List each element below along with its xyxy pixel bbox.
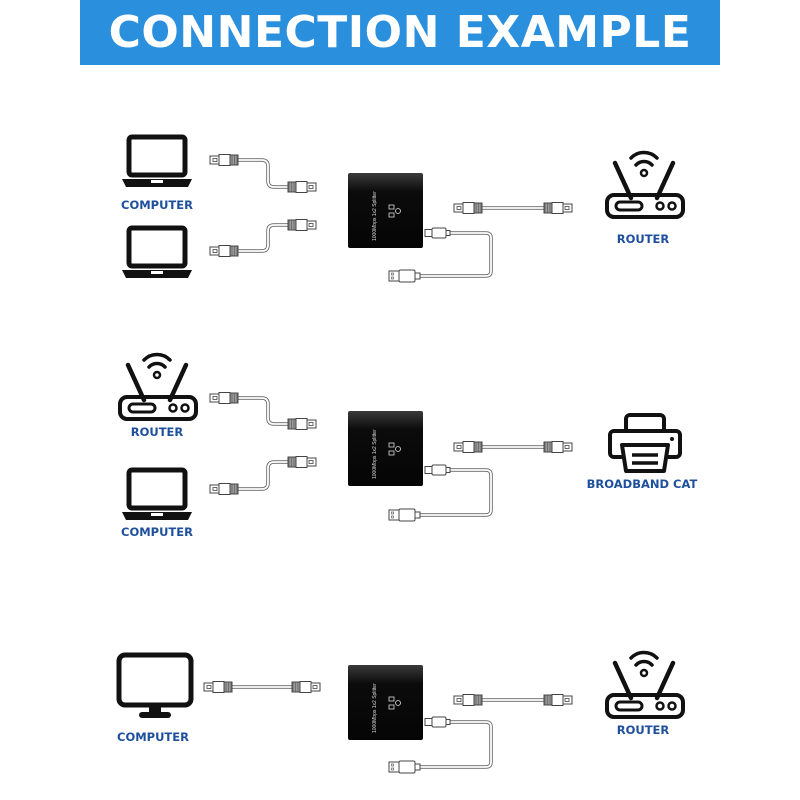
ethernet-cable <box>203 681 320 693</box>
router-icon <box>120 354 196 419</box>
monitor-icon <box>119 655 191 718</box>
label-router: ROUTER <box>616 723 670 737</box>
printer-icon <box>608 413 682 473</box>
usb-power-cable <box>388 227 493 283</box>
usb-power-cable <box>388 464 493 522</box>
ethernet-cable <box>209 154 316 193</box>
ethernet-cable <box>453 202 572 214</box>
router-icon <box>607 152 683 217</box>
label-computer: COMPUTER <box>121 525 193 539</box>
example-1 <box>122 137 683 283</box>
page-title: CONNECTION EXAMPLE <box>108 7 692 58</box>
example-3 <box>119 652 683 774</box>
ethernet-cable <box>209 457 316 495</box>
laptop-icon <box>122 470 192 520</box>
splitter-device <box>347 410 424 487</box>
splitter-device <box>347 172 424 249</box>
splitter-device <box>347 664 424 741</box>
label-computer: COMPUTER <box>117 730 189 744</box>
laptop-icon <box>122 228 192 278</box>
laptop-icon <box>122 137 192 187</box>
label-computer: COMPUTER <box>121 198 193 212</box>
example-2 <box>120 354 682 522</box>
ethernet-cable <box>453 694 572 706</box>
ethernet-cable <box>209 392 316 430</box>
label-broadband-cat: BROADBAND CAT <box>586 477 698 491</box>
header-banner: CONNECTION EXAMPLE <box>80 0 720 65</box>
usb-power-cable <box>388 716 493 774</box>
ethernet-cable <box>453 441 572 453</box>
label-router: ROUTER <box>130 425 184 439</box>
label-router: ROUTER <box>616 232 670 246</box>
ethernet-cable <box>209 220 316 257</box>
router-icon <box>607 652 683 717</box>
